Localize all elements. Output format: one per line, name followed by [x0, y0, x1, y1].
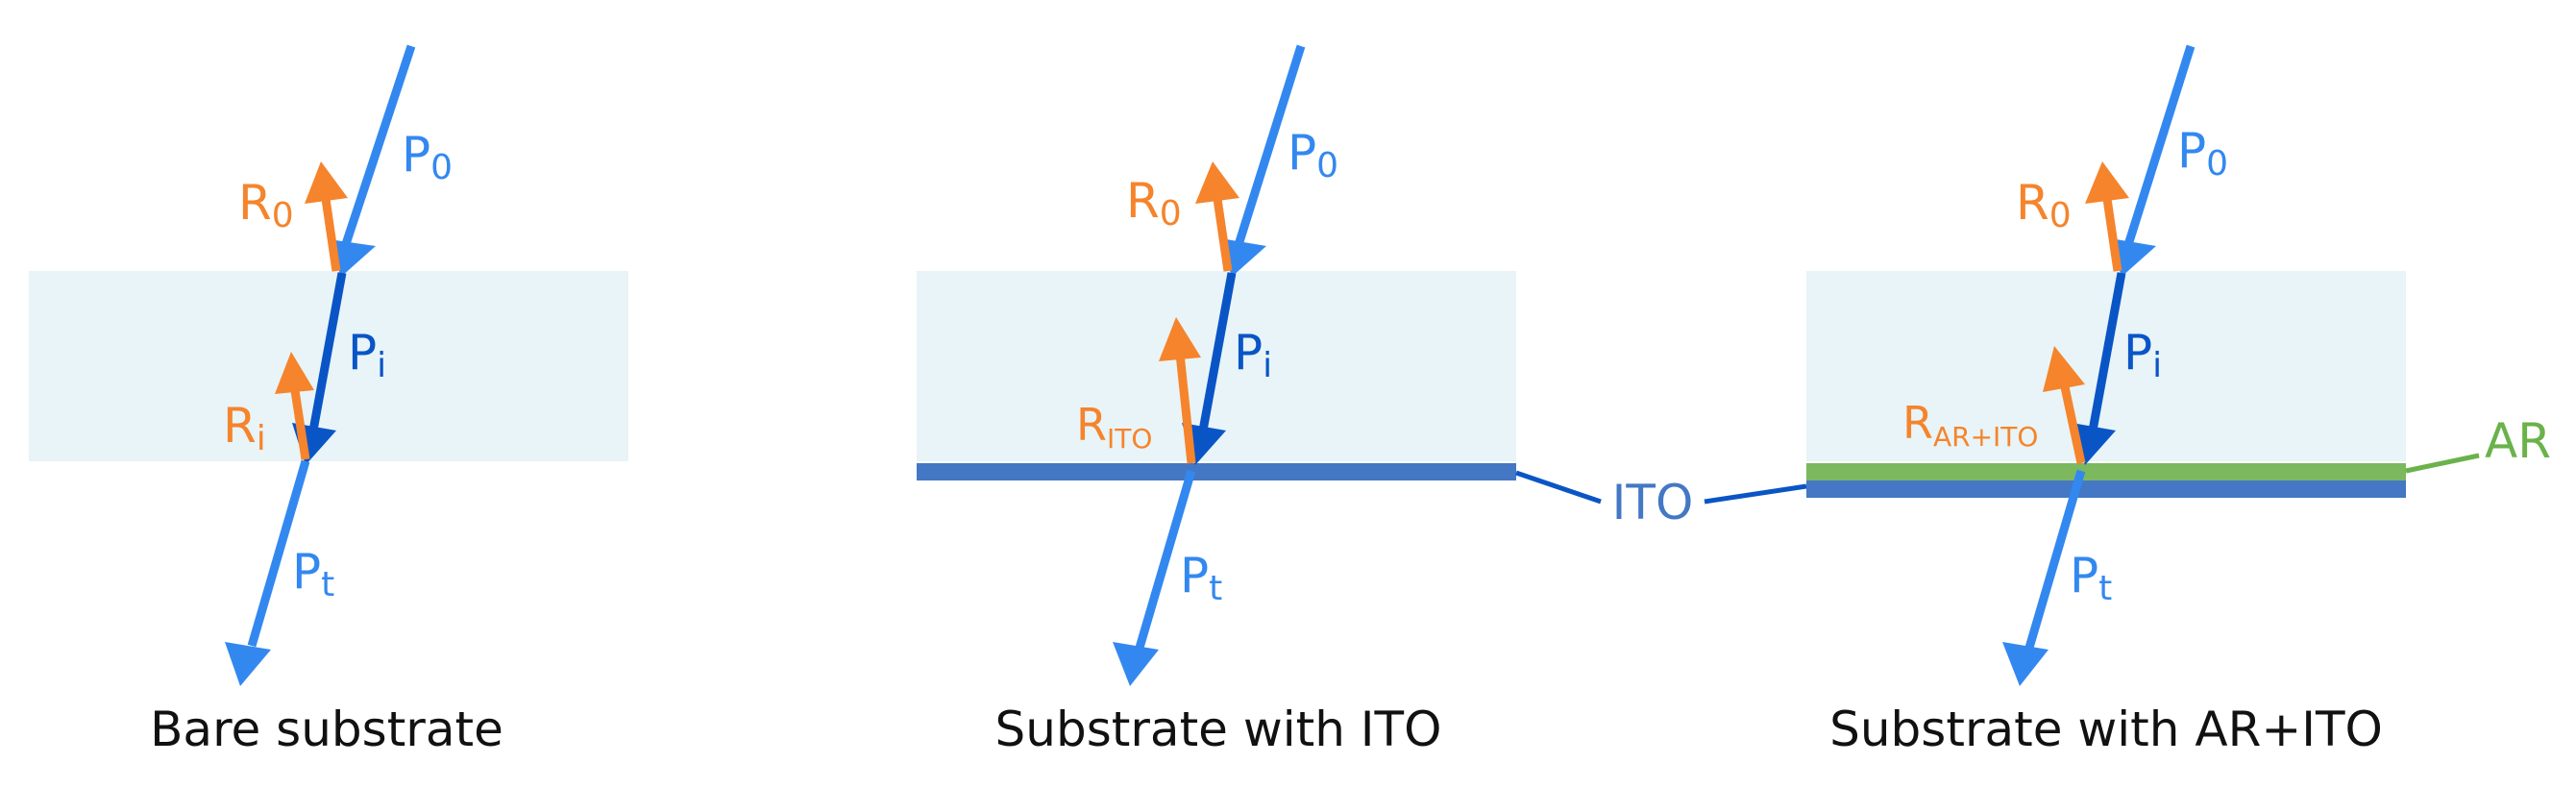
reflected-beam-rito [1175, 353, 1196, 464]
incident-beam [1233, 44, 1306, 250]
label-pi: Pi [1234, 325, 1272, 385]
reflected-r0-arrowhead [1195, 161, 1239, 204]
internal-beam [2088, 272, 2126, 431]
ito-callout: ITO [1515, 470, 1807, 530]
transmitted-arrowhead [2002, 642, 2049, 686]
incident-arrowhead [2110, 238, 2156, 277]
reflected-r0-arrowhead [2085, 161, 2129, 204]
incident-beam [339, 44, 416, 252]
reflected-rar-ito-arrowhead [2043, 346, 2085, 392]
label-r0: R0 [1126, 173, 1182, 234]
ito-leader-left [1515, 470, 1602, 505]
panel-bare-substrate: P0 R0 Pi Ri Pt Bare substrate [29, 44, 628, 757]
reflected-ri-arrowhead [275, 352, 314, 394]
internal-beam [1198, 272, 1237, 431]
reflected-beam-r0 [1212, 191, 1233, 272]
internal-beam [308, 272, 347, 431]
label-p0: P0 [402, 127, 453, 187]
transmitted-arrowhead [1113, 642, 1159, 686]
incident-arrowhead [329, 239, 376, 277]
transmitted-beam [1135, 469, 1196, 650]
label-r0: R0 [2016, 175, 2072, 235]
label-pt: Pt [292, 544, 334, 604]
label-pi: Pi [348, 325, 386, 385]
caption-substrate-with-ar-ito: Substrate with AR+ITO [1829, 702, 2383, 757]
transmitted-beam [247, 459, 310, 648]
label-p0: P0 [1288, 125, 1338, 185]
reflected-rito-arrowhead [1159, 317, 1201, 361]
reflected-beam-r0 [2101, 191, 2122, 272]
ar-leader [2405, 453, 2480, 474]
ito-leader-right [1704, 483, 1807, 505]
panel-substrate-ito: P0 R0 Pi RITO Pt Substrate with ITO [917, 44, 1516, 757]
transmitted-arrowhead [225, 642, 271, 686]
label-pi: Pi [2123, 325, 2162, 385]
caption-substrate-with-ito: Substrate with ITO [995, 702, 1442, 757]
incident-beam [2122, 44, 2196, 250]
reflected-r0-arrowhead [305, 161, 348, 204]
ito-layer [1806, 480, 2406, 498]
panel-substrate-ar-ito: P0 R0 Pi RAR+ITO Pt Substrate with AR+IT… [1806, 44, 2406, 757]
ar-callout: AR [2405, 413, 2551, 474]
label-pt: Pt [1180, 548, 1222, 608]
ar-layer [1806, 463, 2406, 480]
label-pt: Pt [2070, 548, 2112, 608]
caption-bare-substrate: Bare substrate [150, 702, 503, 757]
ito-label: ITO [1612, 475, 1694, 530]
label-rar-ito: RAR+ITO [1902, 397, 2038, 453]
reflected-beam-r0 [320, 191, 341, 272]
label-p0: P0 [2177, 123, 2228, 184]
label-rito: RITO [1076, 399, 1152, 455]
reflected-beam-rar-ito [2059, 382, 2086, 464]
label-ri: Ri [223, 398, 266, 458]
ito-layer [917, 463, 1516, 480]
transmitted-beam [2024, 469, 2086, 650]
ar-label: AR [2485, 413, 2551, 469]
reflected-beam-ri [289, 383, 310, 460]
incident-arrowhead [1220, 238, 1266, 277]
label-r0: R0 [238, 175, 294, 235]
